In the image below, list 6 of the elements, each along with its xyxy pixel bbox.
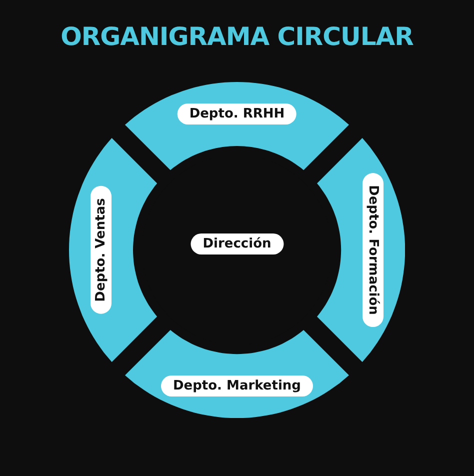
label-pill: Dirección (190, 234, 284, 254)
label-pill: Depto. Ventas (90, 186, 112, 314)
label-pill: Depto. RRHH (177, 104, 297, 124)
title: ORGANIGRAMA CIRCULAR (60, 22, 414, 51)
label-pill: Depto. Formación (362, 173, 384, 327)
label-pill: Depto. Marketing (160, 375, 313, 396)
